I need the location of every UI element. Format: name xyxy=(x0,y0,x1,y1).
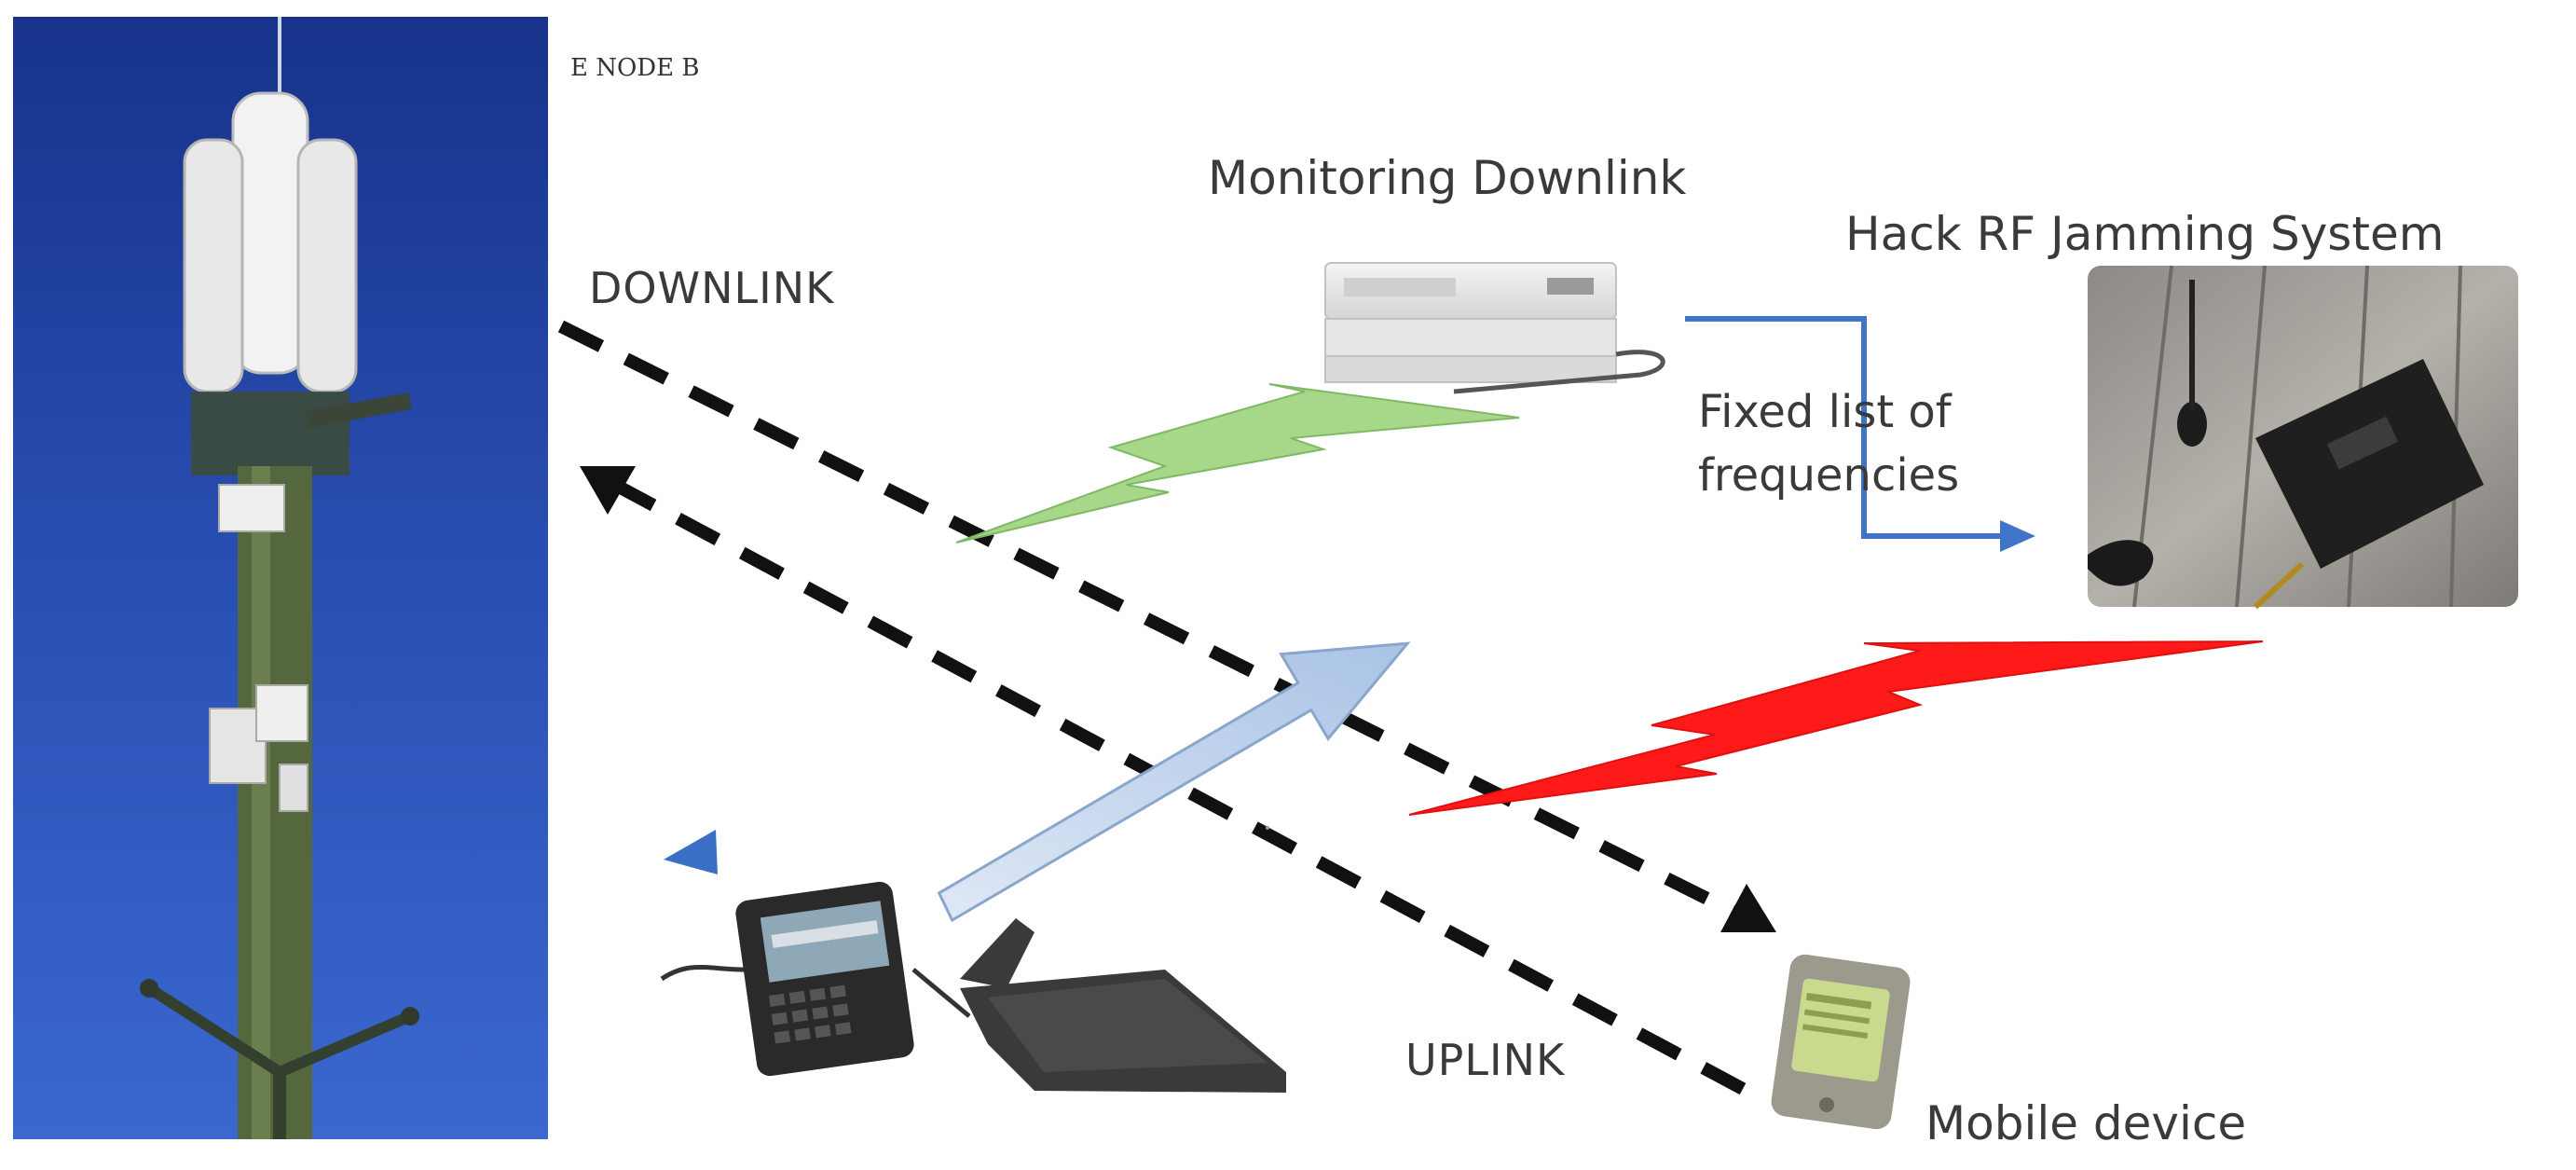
uplink-capture-arrow xyxy=(937,641,1411,923)
enodeb-tower-photo xyxy=(13,17,548,1139)
enodeb-label: E NODE B xyxy=(570,54,700,82)
uplink-dashed-arrow xyxy=(580,466,1747,1095)
fixed-list-line-1: Fixed list of xyxy=(1698,386,1952,438)
hackrf-jamming-label: Hack RF Jamming System xyxy=(1845,207,2445,261)
jamming-lightning-bolt xyxy=(1408,640,2264,816)
spectrum-analyzer-device xyxy=(660,830,1286,1093)
monitoring-downlink-label: Monitoring Downlink xyxy=(1208,151,1687,205)
hackrf-device-photo xyxy=(2088,265,2518,610)
mobile-device-handset xyxy=(1771,954,1911,1130)
mobile-device-label: Mobile device xyxy=(1925,1096,2247,1150)
uplink-label: UPLINK xyxy=(1405,1035,1566,1085)
downlink-dashed-arrow xyxy=(557,320,1776,932)
fixed-list-line-2: frequencies xyxy=(1698,449,1960,502)
downlink-label: DOWNLINK xyxy=(589,263,835,313)
monitoring-receiver-device xyxy=(1324,262,1665,394)
monitoring-lightning-bolt xyxy=(955,383,1520,544)
frequency-list-connector-arrow xyxy=(1685,316,2035,552)
fixed-list-label: Fixed list of frequencies xyxy=(1698,380,1959,507)
